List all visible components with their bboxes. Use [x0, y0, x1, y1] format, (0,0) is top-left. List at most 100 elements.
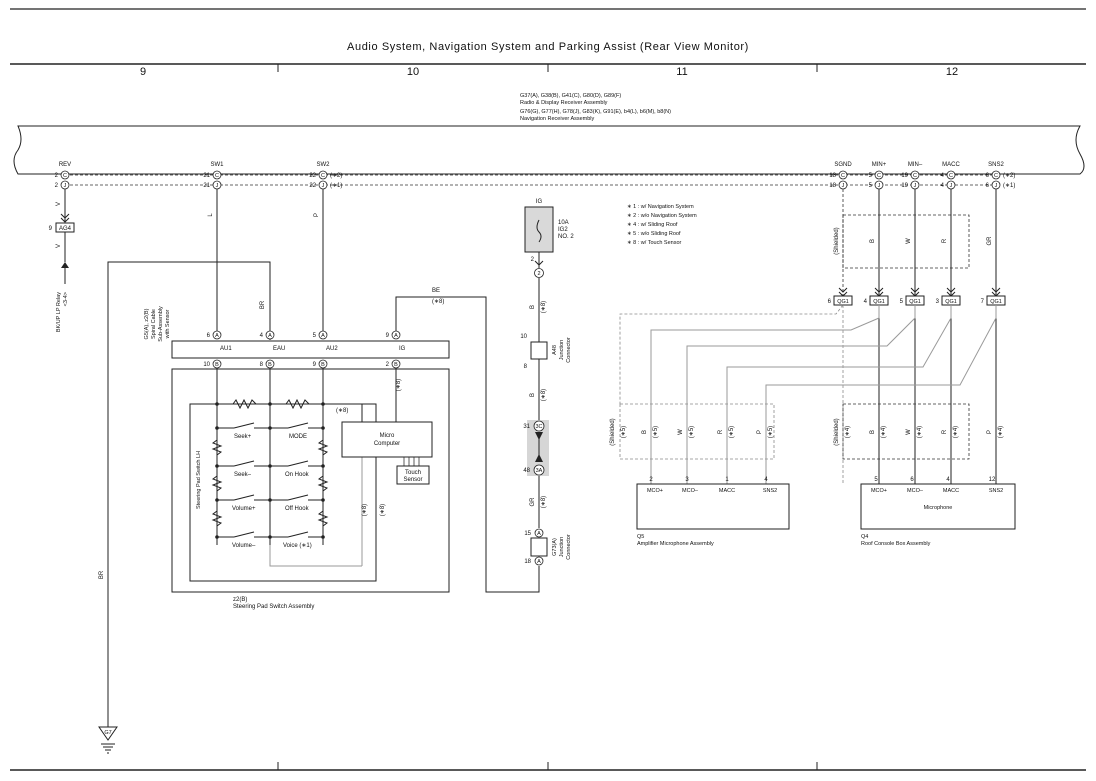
- g73-junction: A 15 A 18 G73(A) Junction Connector: [524, 528, 572, 566]
- svg-text:8: 8: [524, 364, 528, 370]
- svg-text:18: 18: [524, 559, 531, 565]
- svg-text:BR: BR: [260, 300, 266, 309]
- svg-text:6: 6: [986, 173, 990, 179]
- svg-text:G73(A): G73(A): [552, 538, 558, 556]
- svg-text:A: A: [215, 333, 219, 339]
- steering-side-label: Steering Pad Switch LH: [196, 451, 202, 509]
- ig-wire: BE (∗8): [395, 288, 540, 593]
- svg-text:Q5: Q5: [637, 534, 644, 540]
- pin-minp: 5 C 5 J: [869, 170, 884, 190]
- svg-text:Seek+: Seek+: [234, 434, 252, 440]
- svg-text:IG: IG: [399, 346, 406, 352]
- pin-sw2: 22 C 22 J (∗2) (∗1): [309, 170, 342, 190]
- svg-text:On Hook: On Hook: [285, 472, 310, 478]
- svg-text:48: 48: [523, 468, 530, 474]
- svg-text:(∗5): (∗5): [621, 426, 627, 438]
- svg-text:P: P: [987, 430, 993, 434]
- touch-sensor: Touch Sensor: [396, 457, 430, 485]
- svg-text:5: 5: [900, 299, 904, 305]
- receiver-unit-outline: [13, 125, 1085, 175]
- switch-row-2: Seek– On Hook: [217, 460, 323, 478]
- svg-text:QG1: QG1: [837, 299, 849, 305]
- ground-wire: BR BR G7: [98, 261, 271, 754]
- svg-text:Micro: Micro: [380, 433, 395, 439]
- switch-row-4: Volume– Voice (∗1): [217, 531, 323, 549]
- svg-text:IG: IG: [536, 199, 543, 205]
- column-ticks: [277, 64, 818, 72]
- page-title: Audio System, Navigation System and Park…: [347, 41, 749, 53]
- svg-text:R: R: [718, 429, 724, 434]
- column-11: 11: [676, 66, 687, 78]
- svg-text:QG1: QG1: [990, 299, 1002, 305]
- svg-text:3C: 3C: [535, 424, 542, 430]
- svg-text:MCO+: MCO+: [647, 488, 663, 494]
- svg-text:(∗8): (∗8): [362, 504, 368, 516]
- svg-text:15: 15: [524, 531, 531, 537]
- column-9: 9: [140, 66, 146, 78]
- switch-row-1: Seek+ MODE: [217, 422, 323, 440]
- svg-text:B: B: [394, 362, 398, 368]
- svg-text:3: 3: [685, 477, 689, 483]
- svg-text:L: L: [208, 213, 214, 217]
- svg-text:(∗4): (∗4): [917, 426, 923, 438]
- svg-text:with Sensor: with Sensor: [165, 309, 171, 339]
- svg-text:(∗4): (∗4): [881, 426, 887, 438]
- svg-text:∗ 1 : w/ Navigation System: ∗ 1 : w/ Navigation System: [627, 204, 694, 210]
- svg-text:(∗1): (∗1): [330, 183, 342, 189]
- svg-text:Connector: Connector: [566, 337, 572, 363]
- svg-text:MODE: MODE: [289, 434, 307, 440]
- svg-text:C: C: [994, 173, 998, 179]
- pin-macc: 4 C 4 J: [941, 170, 956, 190]
- amp-wires: (Shielded) (∗5) B (∗5) W (∗5) R (∗5) P (…: [610, 304, 997, 484]
- svg-text:21: 21: [203, 183, 210, 189]
- svg-text:Spiral Cable: Spiral Cable: [151, 309, 157, 339]
- svg-text:Microphone: Microphone: [924, 505, 953, 511]
- svg-text:10: 10: [520, 334, 527, 340]
- svg-text:A: A: [537, 559, 541, 565]
- svg-text:MACC: MACC: [719, 488, 735, 494]
- svg-text:Volume–: Volume–: [232, 543, 256, 549]
- svg-text:22: 22: [309, 173, 316, 179]
- signal-sgnd: SGND: [834, 162, 852, 168]
- signal-sns2: SNS2: [988, 162, 1004, 168]
- svg-text:J: J: [842, 183, 845, 189]
- pin-sw1: 21 C 21 J: [203, 170, 222, 190]
- svg-text:Computer: Computer: [374, 441, 400, 447]
- svg-text:A: A: [537, 531, 541, 537]
- svg-text:10: 10: [203, 362, 210, 368]
- svg-text:B: B: [268, 362, 272, 368]
- svg-text:W: W: [906, 238, 912, 244]
- svg-text:5: 5: [869, 183, 873, 189]
- svg-text:(Shielded): (Shielded): [834, 418, 840, 445]
- svg-text:P: P: [757, 430, 763, 434]
- signal-minp: MIN+: [872, 162, 887, 168]
- svg-text:(∗8): (∗8): [541, 389, 547, 401]
- svg-text:AG4: AG4: [59, 226, 72, 232]
- svg-text:1: 1: [725, 477, 729, 483]
- svg-text:A: A: [268, 333, 272, 339]
- svg-text:C: C: [321, 173, 325, 179]
- svg-text:C: C: [949, 173, 953, 179]
- svg-text:B: B: [321, 362, 325, 368]
- ground-g7: G7: [104, 730, 111, 736]
- svg-text:C: C: [841, 173, 845, 179]
- sw1-wire: L: [208, 189, 218, 331]
- svg-text:J: J: [64, 183, 67, 189]
- svg-text:B: B: [530, 393, 536, 397]
- svg-text:B: B: [642, 430, 648, 434]
- svg-text:18: 18: [829, 173, 836, 179]
- svg-text:4: 4: [260, 333, 264, 339]
- svg-text:9: 9: [386, 333, 390, 339]
- svg-text:Voice (∗1): Voice (∗1): [283, 543, 312, 549]
- svg-text:W: W: [678, 429, 684, 435]
- svg-text:J: J: [950, 183, 953, 189]
- column-10: 10: [407, 66, 419, 78]
- svg-text:∗ 8 : w/ Touch Sensor: ∗ 8 : w/ Touch Sensor: [627, 240, 682, 246]
- svg-text:(∗4): (∗4): [998, 426, 1004, 438]
- signal-sw1: SW1: [210, 162, 224, 168]
- svg-text:(∗8): (∗8): [432, 299, 444, 305]
- svg-text:2: 2: [531, 257, 535, 263]
- switch-row-3: Volume+ Off Hook: [217, 494, 323, 512]
- svg-text:2: 2: [386, 362, 390, 368]
- svg-text:6: 6: [207, 333, 211, 339]
